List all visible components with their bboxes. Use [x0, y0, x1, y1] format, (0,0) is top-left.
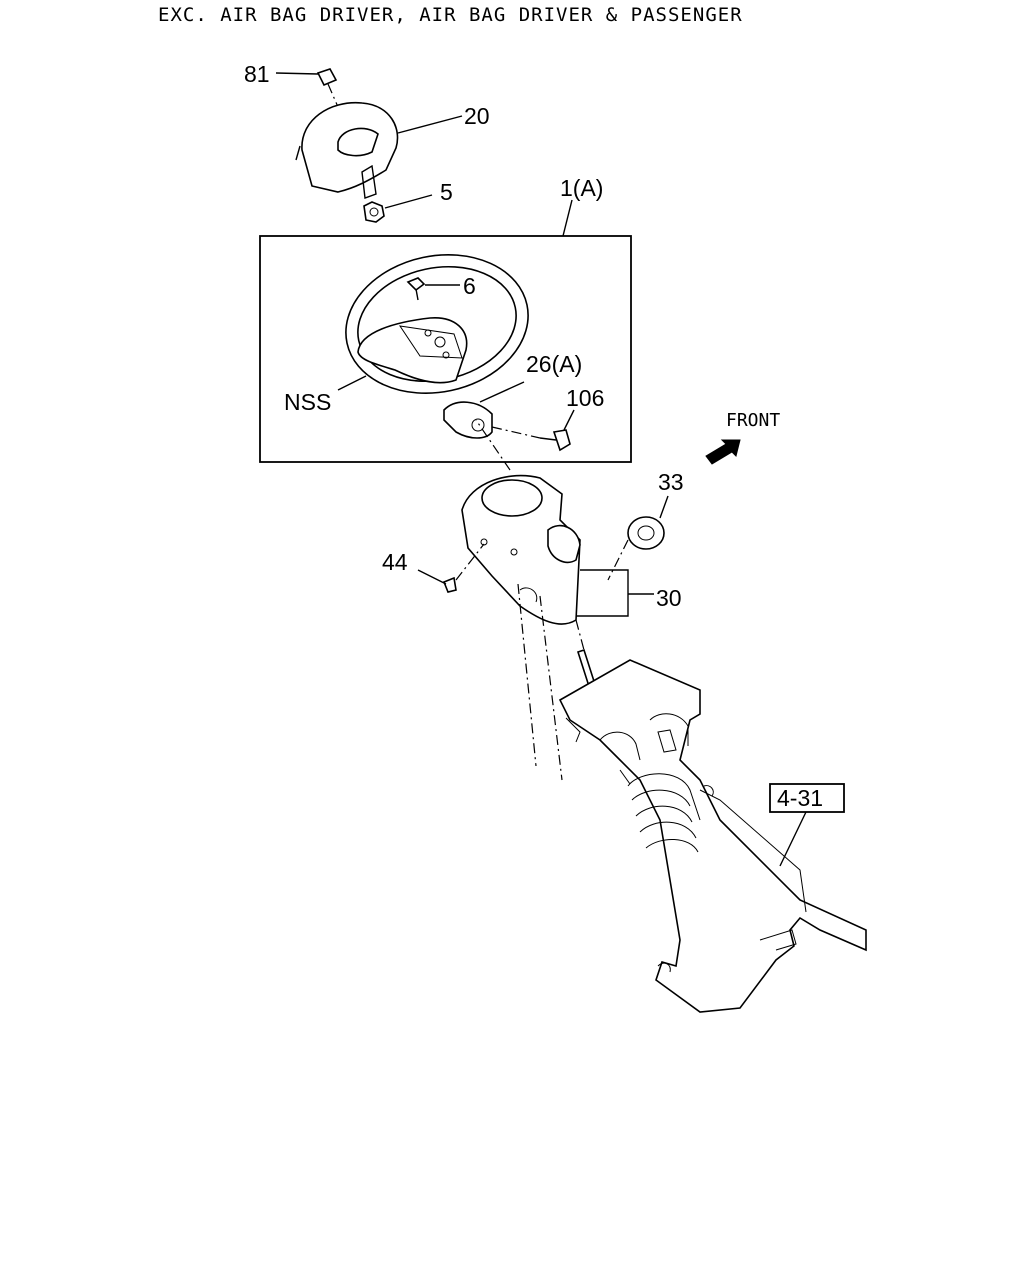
- callout-44: 44: [382, 549, 408, 575]
- part-30-column-cover: [417, 474, 654, 625]
- part-1a-steering-wheel-group: [259, 199, 632, 463]
- part-5-nut: [363, 194, 433, 223]
- diagram-caption: EXC. AIR BAG DRIVER, AIR BAG DRIVER & PA…: [158, 4, 743, 26]
- callout-nss: NSS: [284, 389, 331, 415]
- projection-lines: [475, 419, 585, 781]
- callout-30: 30: [656, 585, 682, 611]
- callout-106: 106: [566, 385, 604, 411]
- part-20-horn-cover: [295, 101, 463, 199]
- callout-20: 20: [464, 103, 490, 129]
- callout-33: 33: [658, 469, 684, 495]
- reference-4-31: [769, 783, 845, 867]
- callout-81: 81: [244, 61, 270, 87]
- steering-column-assembly: [558, 648, 867, 1013]
- callout-4-31: 4-31: [777, 785, 823, 811]
- part-33-bushing: [607, 495, 669, 581]
- callout-6: 6: [463, 273, 476, 299]
- front-label: FRONT: [726, 410, 780, 431]
- front-direction-arrow: [705, 439, 741, 465]
- callout-5: 5: [440, 179, 453, 205]
- callout-1a: 1(A): [560, 175, 603, 201]
- callout-26a: 26(A): [526, 351, 582, 377]
